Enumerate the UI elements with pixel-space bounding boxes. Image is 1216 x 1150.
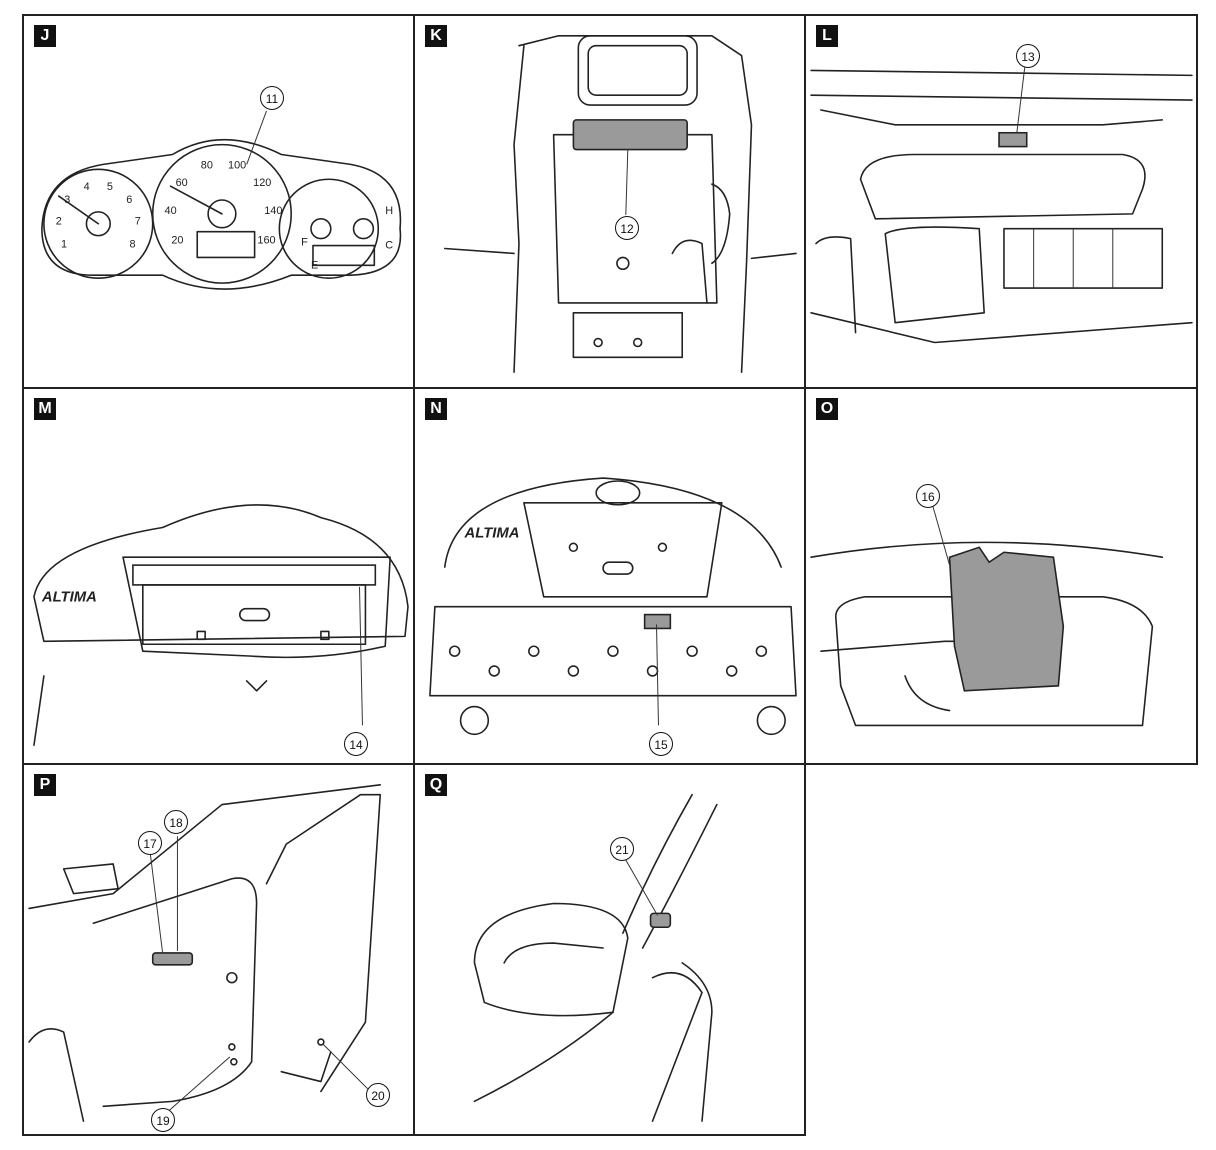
speed-tick-120: 120 (253, 177, 271, 189)
panel-q: Q 21 (413, 763, 806, 1136)
callout-16: 16 (916, 484, 940, 508)
bumper-hole (725, 665, 738, 677)
temp-cold-mark: C (385, 239, 393, 251)
rear-door-seat-illustration (473, 793, 718, 1122)
temp-hot-mark: H (385, 205, 393, 217)
callout-15: 15 (649, 732, 673, 756)
tach-tick-5: 5 (107, 181, 113, 193)
panel-p: P 17 18 19 20 (22, 763, 415, 1136)
bumper-hole (755, 645, 768, 657)
callout-13: 13 (1016, 44, 1040, 68)
speed-tick-100: 100 (228, 160, 246, 172)
tach-tick-2: 2 (56, 216, 62, 228)
tach-tick-4: 4 (84, 181, 90, 193)
panel-label: O (816, 398, 838, 420)
fuel-empty-mark: E (311, 259, 318, 271)
speed-tick-60: 60 (176, 177, 188, 189)
panel-label: N (425, 398, 447, 420)
fuel-full-mark: F (301, 237, 308, 249)
trunk-lid-illustration: ALTIMA (33, 504, 409, 746)
tach-tick-1: 1 (61, 239, 67, 251)
panel-label: L (816, 25, 838, 47)
panel-l: L 13 (804, 14, 1198, 389)
callout-14: 14 (344, 732, 368, 756)
callout-18: 18 (164, 810, 188, 834)
panel-label: P (34, 774, 56, 796)
panel-n: ALTIMA N 15 (413, 387, 806, 765)
panel-label: K (425, 25, 447, 47)
panel-label: J (34, 25, 56, 47)
bumper-hole (488, 665, 500, 677)
front-door-illustration (28, 783, 382, 1122)
center-console-illustration (443, 34, 797, 373)
callout-21: 21 (610, 837, 634, 861)
speed-tick-160: 160 (257, 235, 275, 247)
callout-20: 20 (366, 1083, 390, 1107)
callout-11: 11 (260, 86, 284, 110)
panel-label: M (34, 398, 56, 420)
tach-tick-7: 7 (135, 216, 141, 228)
callout-12: 12 (615, 216, 639, 240)
speed-tick-140: 140 (264, 205, 282, 217)
panel-m: ALTIMA M 14 (22, 387, 415, 765)
brand-badge: ALTIMA (464, 525, 520, 541)
callout-19: 19 (151, 1108, 175, 1132)
bumper-hole (646, 665, 659, 677)
rear-bumper-illustration: ALTIMA (429, 477, 797, 736)
bumper-hole (607, 645, 619, 657)
bumper-hole (567, 665, 580, 677)
panel-o: O 16 (804, 387, 1198, 765)
bumper-hole (528, 645, 540, 657)
trunk-lock-actuator-illustration (810, 505, 1164, 727)
panel-label: Q (425, 774, 447, 796)
speed-tick-80: 80 (201, 160, 213, 172)
tach-tick-8: 8 (129, 239, 135, 251)
tach-tick-3: 3 (64, 194, 70, 206)
panel-k: K 12 (413, 14, 806, 389)
tach-tick-6: 6 (126, 194, 132, 206)
speed-tick-20: 20 (171, 235, 183, 247)
trunk-interior-illustration (810, 67, 1193, 344)
speed-tick-40: 40 (165, 205, 177, 217)
brand-badge: ALTIMA (41, 590, 97, 606)
bumper-hole (448, 645, 461, 657)
bumper-hole (686, 645, 698, 657)
callout-17: 17 (138, 831, 162, 855)
